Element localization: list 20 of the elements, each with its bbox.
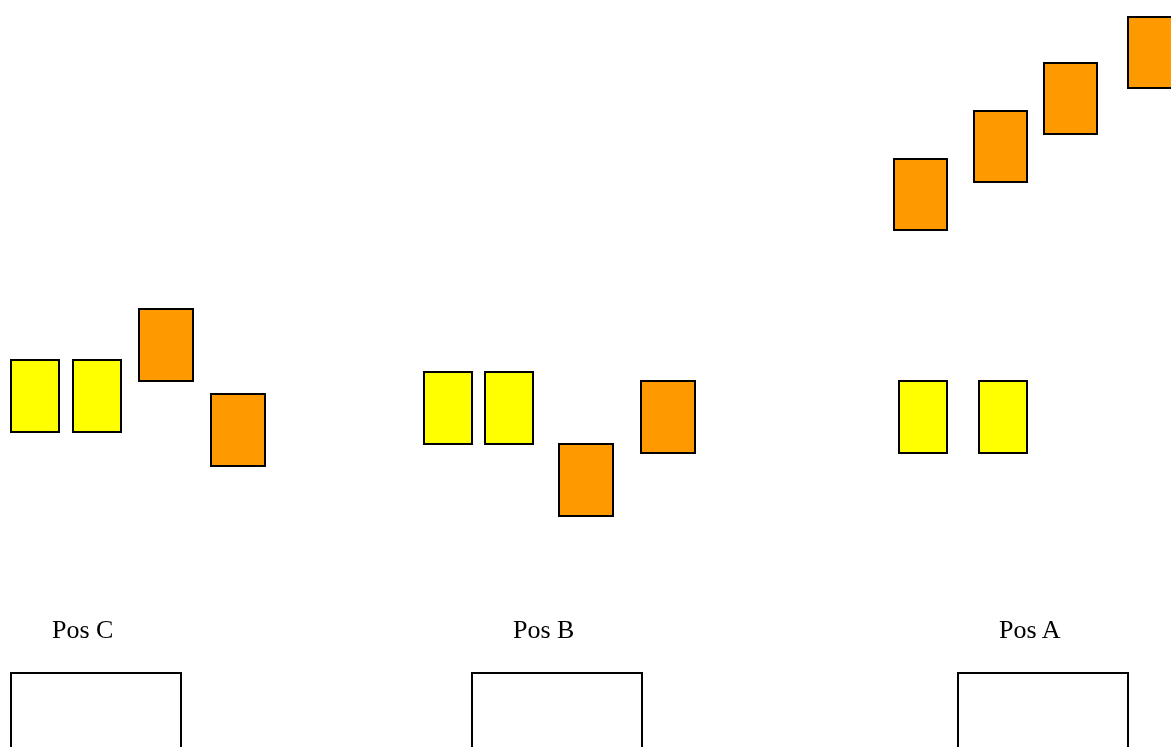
outline-box <box>471 672 643 747</box>
block <box>423 371 473 445</box>
block <box>898 380 948 454</box>
block <box>1127 16 1171 89</box>
block <box>72 359 122 433</box>
block <box>978 380 1028 454</box>
block <box>893 158 948 231</box>
block <box>973 110 1028 183</box>
block <box>10 359 60 433</box>
outline-box <box>10 672 182 747</box>
position-label: Pos C <box>52 615 114 645</box>
block <box>640 380 696 454</box>
outline-box <box>957 672 1129 747</box>
block <box>210 393 266 467</box>
block <box>138 308 194 382</box>
block <box>558 443 614 517</box>
position-label: Pos B <box>513 615 575 645</box>
position-label: Pos A <box>999 615 1061 645</box>
block <box>484 371 534 445</box>
block <box>1043 62 1098 135</box>
